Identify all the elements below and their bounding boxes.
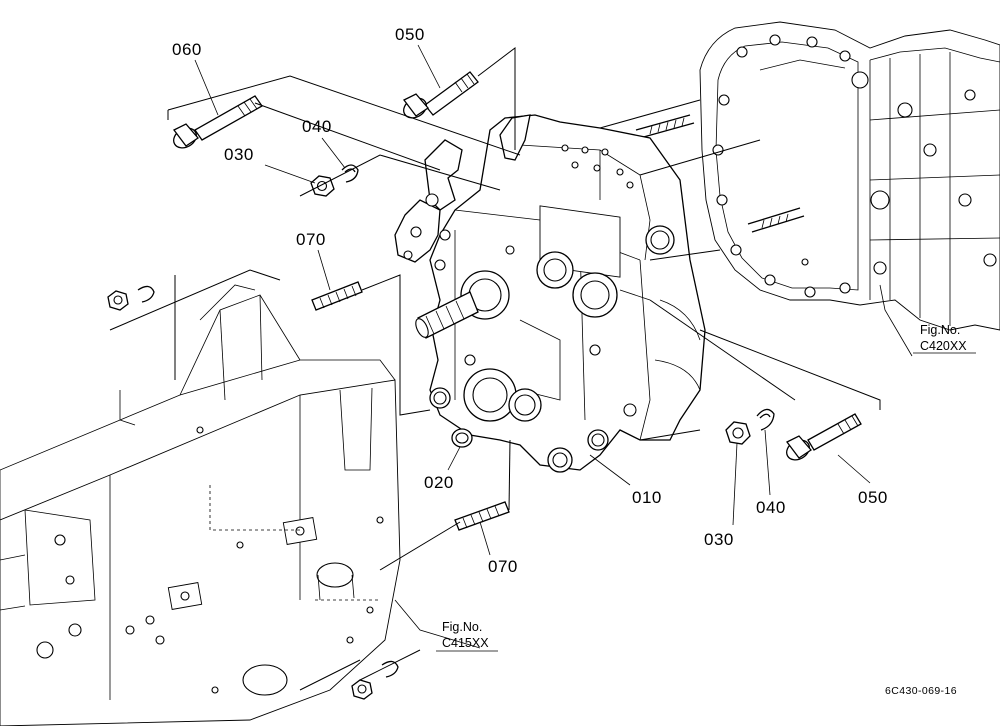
part-label-020: 020 (424, 473, 454, 492)
fig-ref-code-lower: C415XX (442, 636, 489, 650)
plug-020 (451, 428, 473, 448)
stud-070-upper (311, 281, 363, 311)
hydraulic-housing-010 (394, 114, 706, 473)
front-frame (0, 284, 401, 726)
part-label-060: 060 (172, 40, 202, 59)
part-label-070-lower: 070 (488, 557, 518, 576)
part-label-010: 010 (632, 488, 662, 507)
fig-ref-code-upper: C420XX (920, 339, 967, 353)
nut-030-lower (725, 421, 751, 445)
fig-ref-label-lower: Fig.No. (442, 620, 482, 634)
washer-040-upper (341, 164, 359, 183)
part-label-050-lower: 050 (858, 488, 888, 507)
transmission-case (635, 21, 1000, 331)
part-label-040-lower: 040 (756, 498, 786, 517)
bolt-050-upper (403, 71, 479, 119)
leader-lines (194, 44, 913, 649)
washer-040-lower (756, 408, 775, 431)
nut-030-upper (310, 175, 335, 197)
part-label-050-upper: 050 (395, 25, 425, 44)
bolt-050-lower (786, 413, 862, 461)
part-label-030-upper: 030 (224, 145, 254, 164)
fig-ref-label-upper: Fig.No. (920, 323, 960, 337)
drawing-code: 6C430-069-16 (885, 685, 957, 697)
part-label-030-lower: 030 (704, 530, 734, 549)
assembly-lines (109, 46, 881, 691)
stud-070-lower (454, 501, 510, 531)
fig-ref-c420xx: Fig.No. C420XX (913, 323, 976, 354)
fig-ref-c415xx: Fig.No. C415XX (436, 620, 498, 652)
bolt-060 (173, 95, 263, 149)
part-label-040-upper: 040 (302, 117, 332, 136)
part-label-070-upper: 070 (296, 230, 326, 249)
